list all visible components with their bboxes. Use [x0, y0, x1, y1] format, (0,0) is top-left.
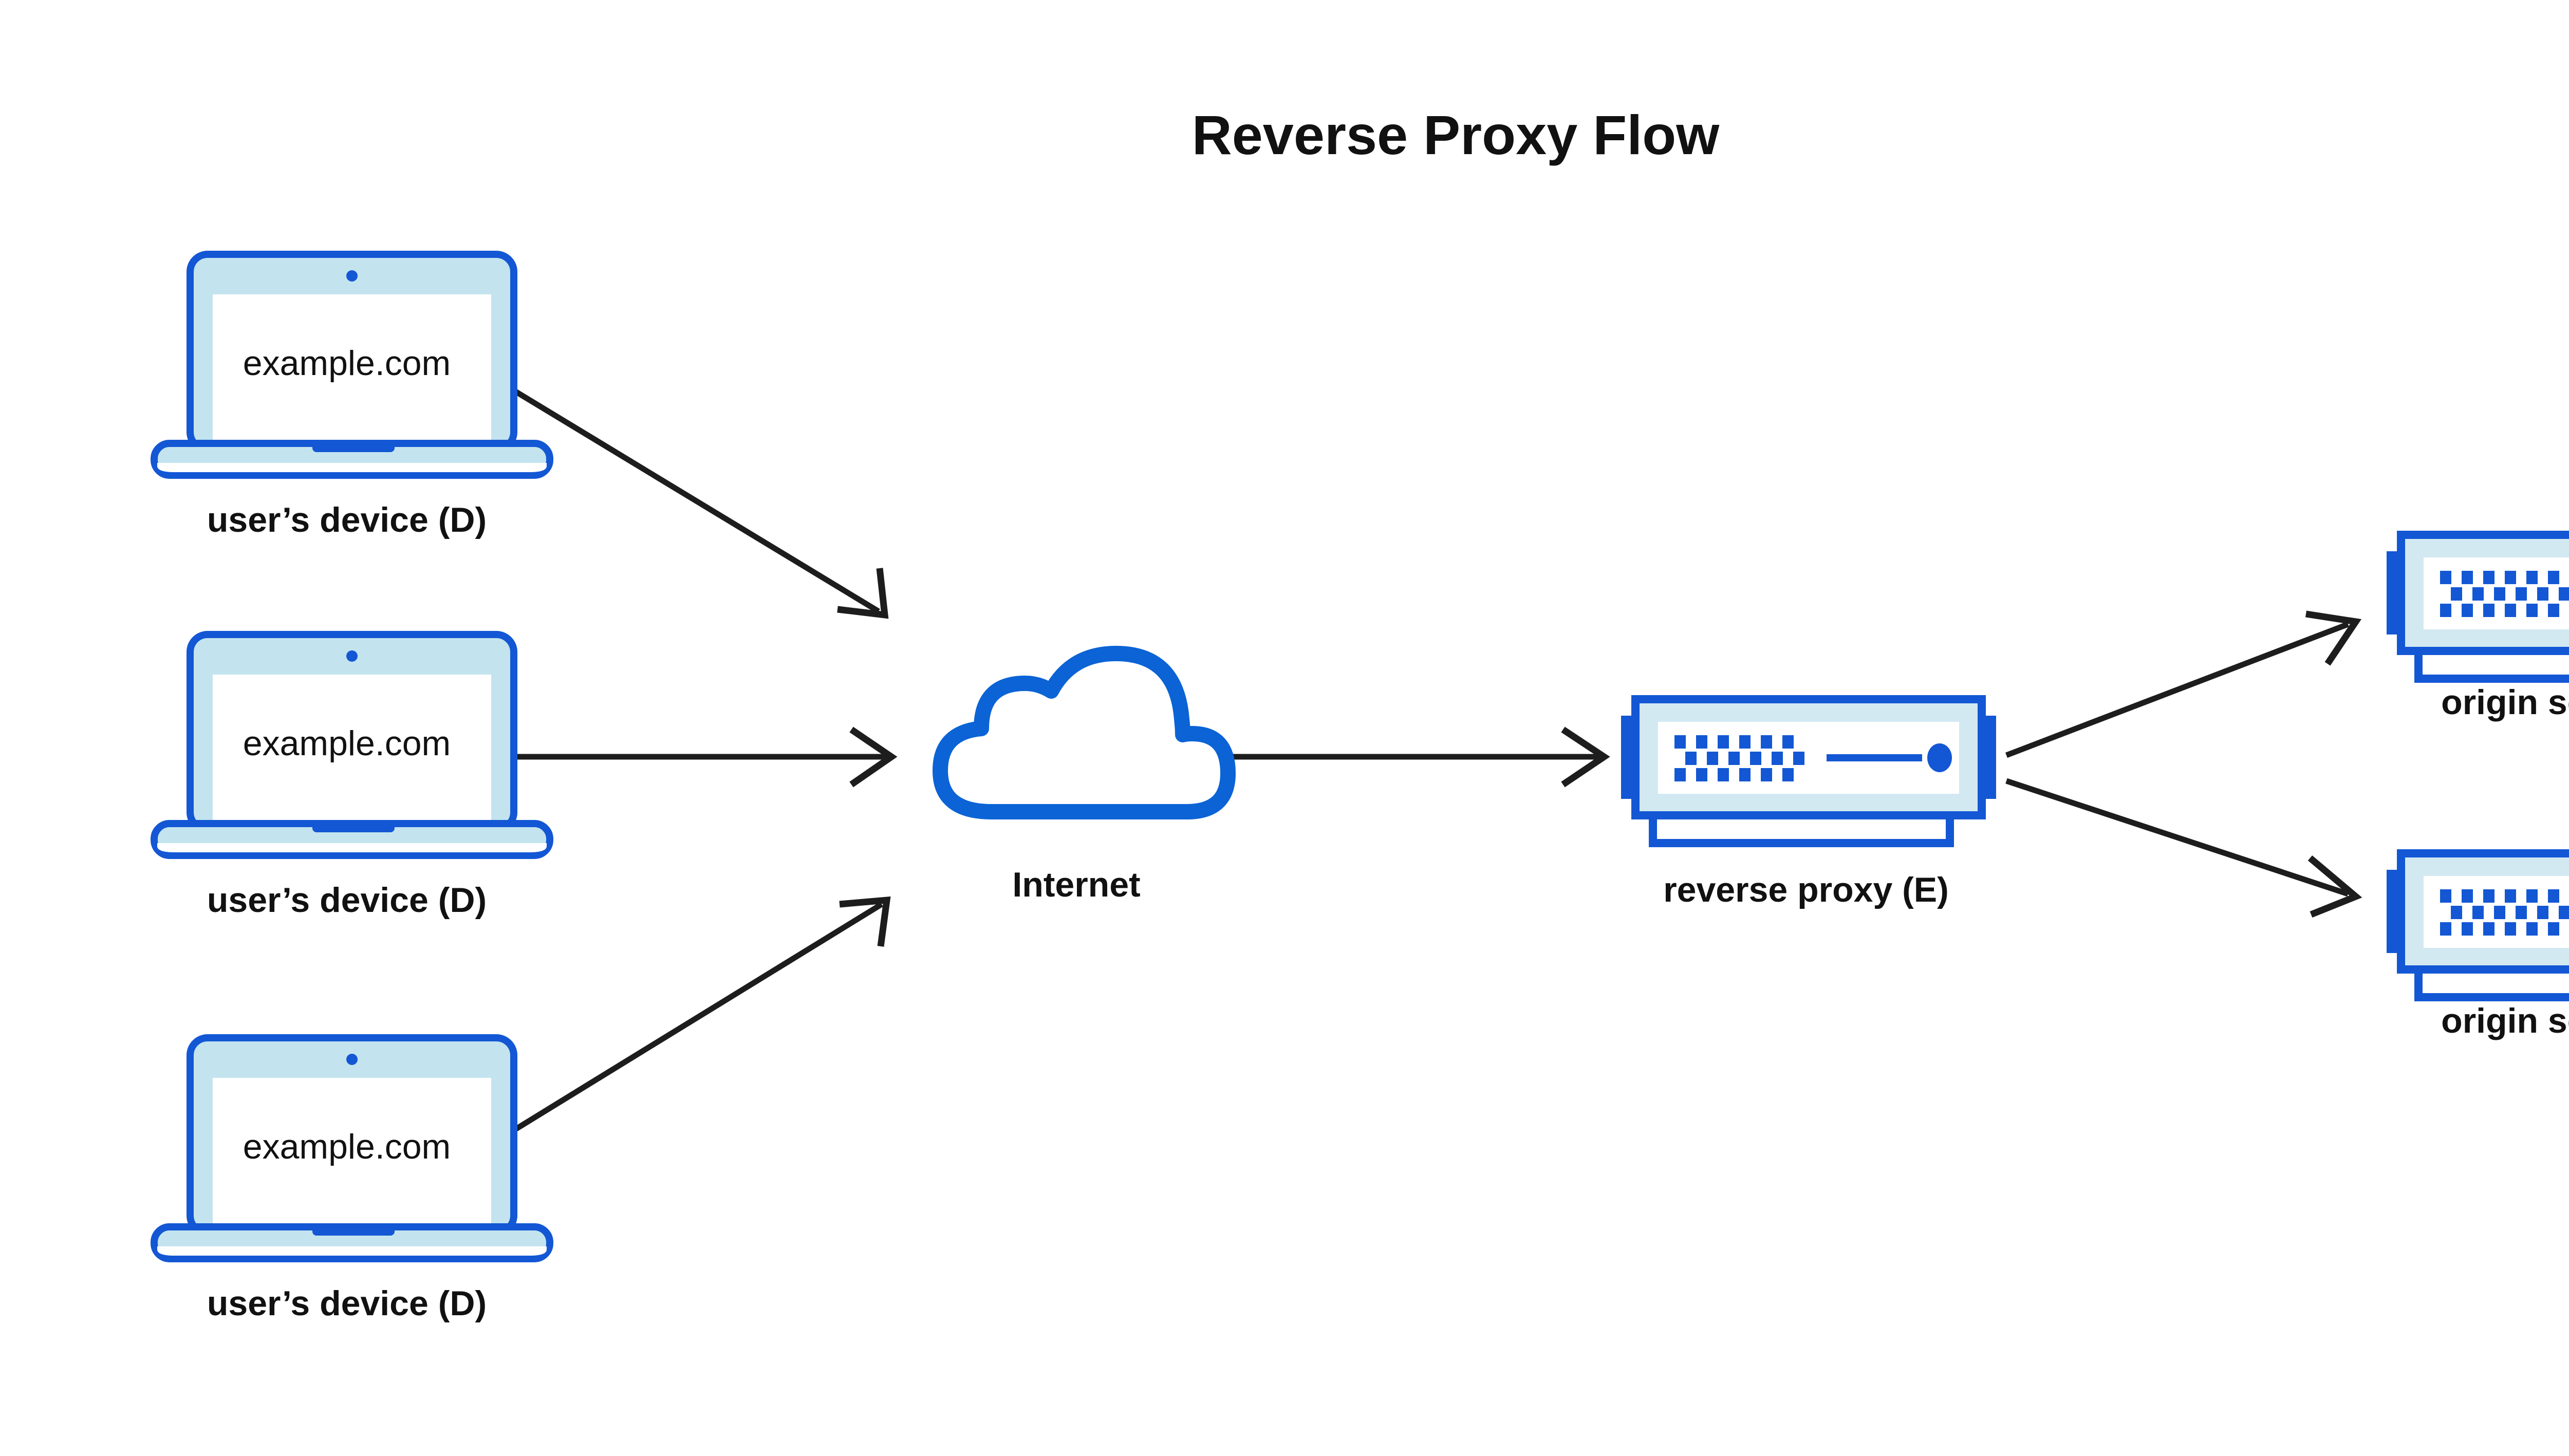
internet-node[interactable]: Internet — [940, 654, 1228, 904]
laptop-screen-url: example.com — [243, 724, 451, 763]
edge-proxy-to-origin-top — [2005, 610, 2362, 758]
edge-internet-to-proxy — [1233, 726, 1610, 788]
page-title: Reverse Proxy Flow — [1192, 104, 1720, 166]
edge-client-middle-to-internet — [514, 726, 898, 788]
origin-top-node[interactable]: origin server (F) — [2387, 535, 2569, 722]
client-top-node[interactable]: example.com user’s device (D) — [154, 254, 550, 539]
internet-label: Internet — [1012, 865, 1140, 904]
laptop-screen-url: example.com — [243, 1127, 451, 1166]
client-bottom-label: user’s device (D) — [207, 1284, 487, 1323]
origin-top-label: origin server (F) — [2441, 683, 2569, 722]
edge-proxy-to-origin-bottom — [2005, 778, 2362, 918]
origin-bottom-label: origin server (F) — [2441, 1001, 2569, 1040]
client-top-label: user’s device (D) — [207, 500, 487, 539]
client-bottom-node[interactable]: example.com user’s device (D) — [154, 1038, 550, 1323]
client-middle-label: user’s device (D) — [207, 881, 487, 920]
reverse-proxy-label: reverse proxy (E) — [1663, 870, 1949, 909]
origin-bottom-node[interactable]: origin server (F) — [2387, 853, 2569, 1040]
reverse-proxy-node[interactable]: reverse proxy (E) — [1621, 699, 1996, 909]
laptop-screen-url: example.com — [243, 344, 451, 383]
edge-client-bottom-to-internet — [512, 896, 891, 1133]
client-middle-node[interactable]: example.com user’s device (D) — [154, 634, 550, 920]
edge-client-top-to-internet — [512, 388, 889, 619]
